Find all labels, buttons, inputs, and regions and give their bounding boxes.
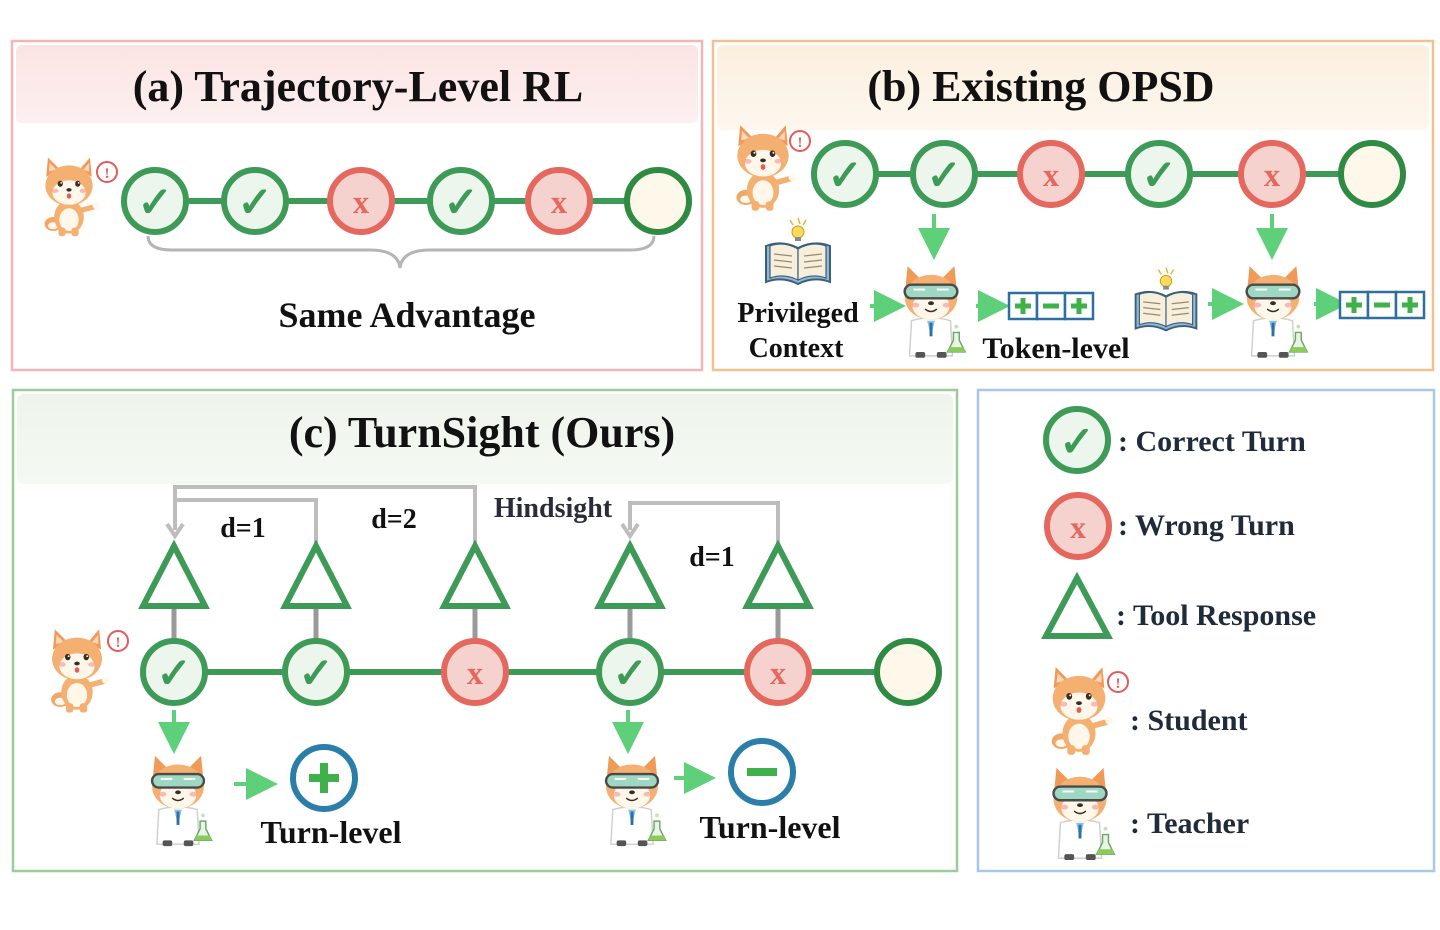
token-sign-bar — [1374, 302, 1390, 308]
brace — [146, 235, 656, 269]
check-glyph: ✓ — [443, 181, 478, 227]
cross-glyph: x — [1264, 158, 1281, 194]
token-sign-bar — [1407, 297, 1413, 313]
check-glyph: ✓ — [1141, 154, 1176, 200]
panel-c-title: (c) TurnSight (Ours) — [289, 408, 675, 457]
legend-tool-label: : Tool Response — [1116, 599, 1316, 632]
panel-b-title: (b) Existing OPSD — [867, 62, 1214, 111]
tool-response-triangle — [280, 539, 352, 641]
token-sign-bar — [1043, 303, 1059, 309]
check-glyph: ✓ — [827, 154, 862, 200]
check-glyph: ✓ — [926, 154, 961, 200]
turn-level-label: Turn-level — [699, 809, 840, 845]
correct-turn-node: ✓ — [140, 638, 208, 706]
hindsight-connectors — [165, 485, 780, 546]
correct-turn-node: ✓ — [596, 638, 664, 706]
plus-sign-icon — [290, 744, 358, 812]
turn-chain-a: ✓ ✓ x ✓ x — [121, 167, 692, 235]
token-sign-box — [1007, 291, 1095, 321]
wrong-turn-node: x — [441, 638, 509, 706]
correct-turn-node: ✓ — [910, 140, 978, 208]
correct-turn-node: ✓ — [1125, 140, 1193, 208]
correct-turn-node: ✓ — [282, 638, 350, 706]
tool-response-row — [138, 539, 814, 641]
end-turn-node — [874, 638, 942, 706]
cross-glyph: x — [353, 185, 370, 221]
correct-turn-node: ✓ — [221, 167, 289, 235]
distance-label: d=1 — [220, 513, 266, 544]
cross-glyph: x — [467, 656, 484, 692]
wrong-turn-node: x — [1017, 140, 1085, 208]
cross-glyph: x — [551, 185, 568, 221]
cross-glyph: x — [1070, 509, 1086, 545]
tool-response-triangle — [742, 539, 814, 641]
token-sign-bar — [1076, 298, 1082, 314]
wrong-turn-icon: x — [1044, 492, 1112, 560]
panel-turnsight: (c) TurnSight (Ours) d=1 d=2 Hindsight d… — [11, 388, 959, 873]
tool-response-triangle — [594, 539, 666, 641]
tool-response-triangle — [138, 539, 210, 641]
wrong-turn-node: x — [1238, 140, 1306, 208]
hindsight-label: Hindsight — [494, 493, 613, 524]
legend-wrong-label: : Wrong Turn — [1118, 509, 1295, 542]
panel-trajectory-rl: (a) Trajectory-Level RL ! ✓ ✓ x ✓ x Same Adv… — [10, 39, 704, 372]
legend-correct-label: : Correct Turn — [1118, 425, 1306, 458]
student-icon: ! — [736, 125, 811, 211]
correct-turn-node: ✓ — [427, 167, 495, 235]
panel-existing-opsd: (b) Existing OPSD ! ✓ ✓ x ✓ x Privileged Con… — [711, 39, 1435, 372]
wrong-turn-node: x — [327, 167, 395, 235]
exclamation-glyph: ! — [798, 135, 803, 151]
correct-turn-icon: ✓ — [1043, 406, 1111, 474]
exclamation-glyph: ! — [105, 166, 110, 182]
context-label: Context — [749, 333, 845, 364]
exclamation-glyph: ! — [116, 635, 121, 651]
correct-turn-node: ✓ — [811, 140, 879, 208]
check-glyph: ✓ — [237, 181, 272, 227]
turn-level-label: Turn-level — [260, 814, 401, 850]
correct-turn-node: ✓ — [121, 167, 189, 235]
tool-response-triangle — [439, 539, 511, 641]
student-icon: ! — [45, 158, 118, 237]
token-level-label: Token-level — [982, 332, 1129, 365]
wrong-turn-node: x — [525, 167, 593, 235]
legend-student-label: : Student — [1130, 704, 1248, 737]
check-glyph: ✓ — [612, 652, 647, 698]
same-advantage-label: Same Advantage — [278, 295, 535, 335]
tool-response-icon — [1040, 571, 1114, 639]
check-glyph: ✓ — [1059, 420, 1094, 466]
check-glyph: ✓ — [156, 652, 191, 698]
privileged-label: Privileged — [737, 298, 859, 329]
distance-label: d=1 — [689, 542, 735, 573]
turn-chain-b: ✓ ✓ x ✓ x — [811, 140, 1406, 208]
wrong-turn-node: x — [744, 638, 812, 706]
minus-sign-icon — [728, 738, 796, 806]
token-sign-bar — [1351, 297, 1357, 313]
distance-label: d=2 — [371, 504, 417, 535]
token-sign-box — [1338, 290, 1426, 320]
end-turn-node — [624, 167, 692, 235]
cross-glyph: x — [1043, 158, 1060, 194]
cross-glyph: x — [770, 656, 787, 692]
legend-panel: ✓ : Correct Turn x : Wrong Turn : Tool R… — [976, 388, 1436, 873]
check-glyph: ✓ — [298, 652, 333, 698]
check-glyph: ✓ — [137, 181, 172, 227]
turn-chain-c: ✓ ✓ x ✓ x — [140, 638, 942, 706]
student-icon: ! — [51, 629, 129, 712]
token-sign-bar — [1020, 298, 1026, 314]
exclamation-glyph: ! — [1116, 676, 1121, 692]
legend-teacher-label: : Teacher — [1130, 807, 1249, 840]
panel-a-title: (a) Trajectory-Level RL — [133, 62, 583, 111]
end-turn-node — [1338, 140, 1406, 208]
student-icon: ! — [1052, 667, 1129, 755]
